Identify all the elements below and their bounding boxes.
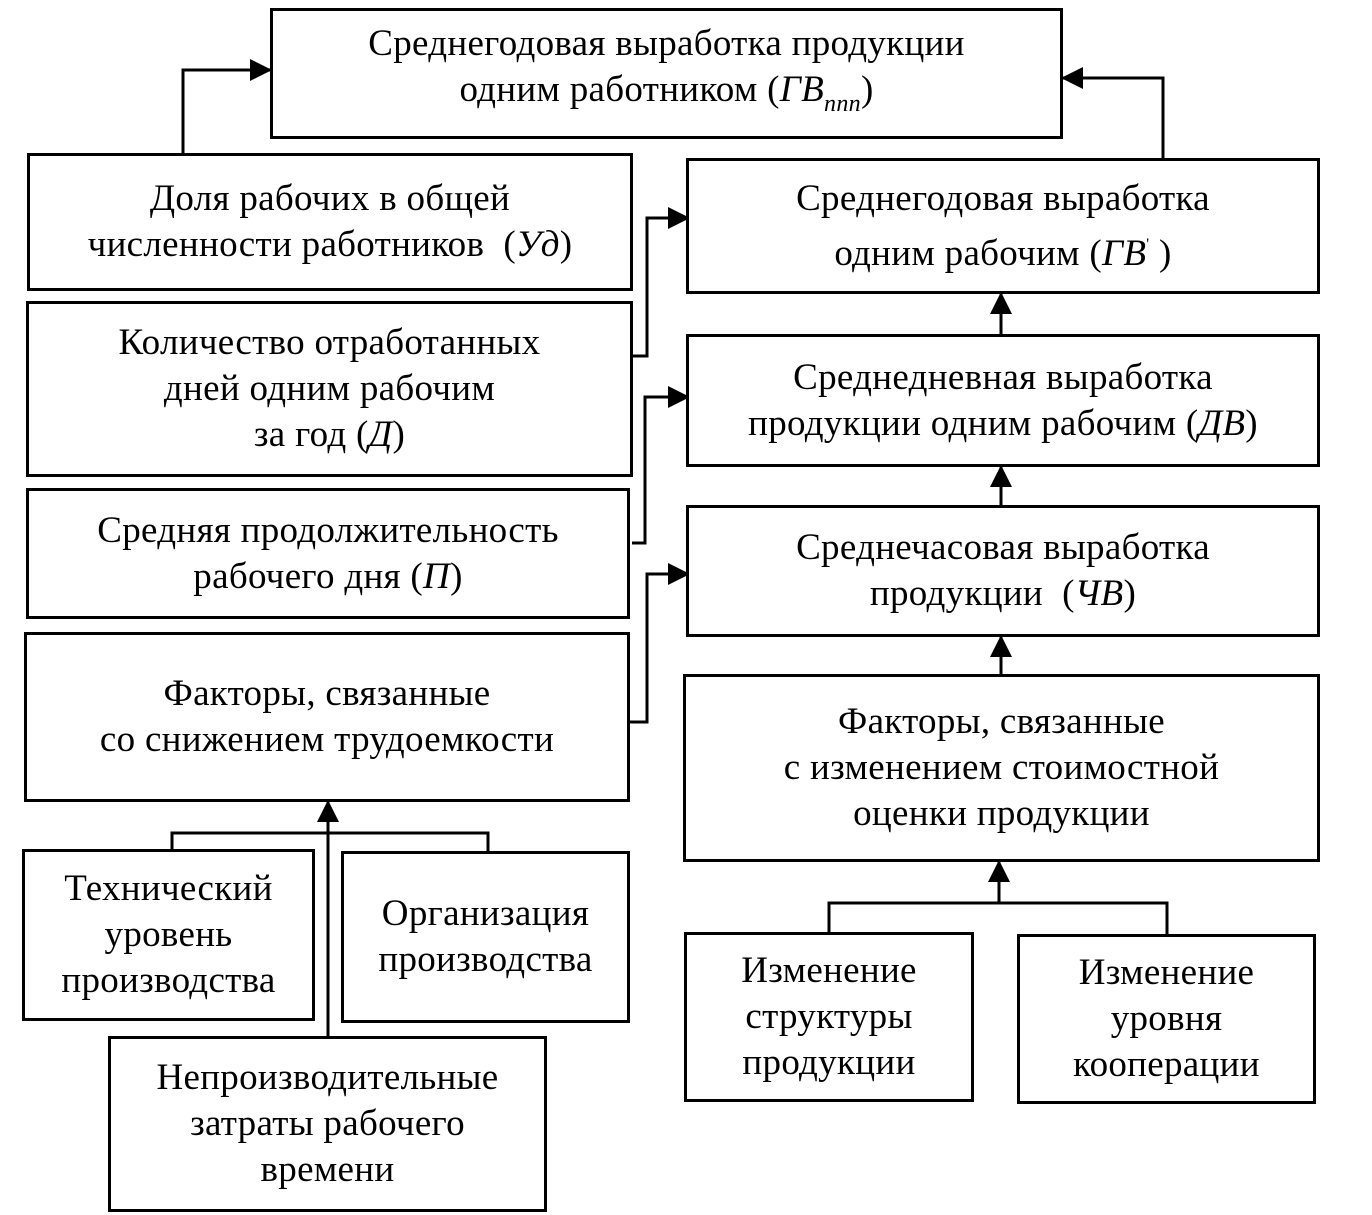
symbol-dv: ДВ [1198, 402, 1246, 444]
node-structure-change-line-2: структуры [745, 996, 913, 1037]
node-chv: Среднечасовая выработка продукции (ЧВ) [686, 505, 1320, 637]
node-dv-line-2: продукции одним рабочим (ДВ) [748, 402, 1258, 444]
symbol-gv-ppp-subscript: ппп [824, 90, 861, 117]
symbol-chv: ЧВ [1074, 573, 1124, 614]
node-cost-factors-line-2: с изменением стоимостной [783, 747, 1220, 788]
node-coop-change-line-1: Изменение [1078, 952, 1255, 993]
node-chv-line-2: продукции (ЧВ) [869, 573, 1137, 614]
node-p-text: рабочего дня [193, 555, 401, 597]
node-structure-change-line-1: Изменение [741, 950, 917, 991]
node-labor-factors-line-2: со снижением трудоемкости [99, 719, 555, 760]
node-labor-factors-line-1: Факторы, связанные [163, 673, 491, 714]
symbol-ud: Уд [515, 224, 560, 265]
node-gv-ppp-text: одним работником [459, 68, 758, 110]
node-gv-text: одним рабочим [834, 232, 1080, 274]
node-cost-factors-line-3: оценки продукции [853, 793, 1150, 834]
node-p-line-1: Средняя продолжительность [97, 509, 559, 551]
edge-p-to-dv [632, 386, 690, 545]
symbol-p: П [423, 555, 451, 597]
node-chv-text: продукции [869, 573, 1044, 614]
node-d-line-1: Количество отработанных [118, 322, 541, 363]
edge-d-to-gv [632, 207, 690, 358]
node-dv-text: продукции одним рабочим [748, 402, 1177, 444]
node-structure-change-line-3: продукции [742, 1042, 916, 1083]
node-gv: Среднегодовая выработка одним рабочим (Г… [686, 158, 1320, 294]
node-unproductive-line-3: времени [260, 1149, 395, 1190]
node-ud-text: численности работников [87, 224, 485, 265]
node-org-production-line-1: Организация [381, 893, 590, 934]
node-d: Количество отработанных дней одним рабоч… [26, 301, 633, 477]
node-tech-level-line-1: Технический [64, 868, 273, 909]
node-tech-level-line-3: производства [61, 960, 276, 1001]
node-unproductive-line-2: затраты рабочего [190, 1103, 465, 1144]
node-unproductive: Непроизводительные затраты рабочего врем… [108, 1036, 547, 1212]
node-structure-change: Изменение структуры продукции [684, 932, 974, 1102]
symbol-gv-prime: ' [1146, 235, 1150, 253]
node-gv-ppp-line-2: одним работником (ГВппп) [459, 68, 874, 117]
node-ud-line-1: Доля рабочих в общей [149, 178, 511, 219]
node-tech-level: Технический уровень производства [22, 849, 315, 1021]
node-p-line-2: рабочего дня (П) [193, 555, 463, 597]
edge-ud-to-gv-ppp [181, 59, 272, 153]
node-dv-line-1: Среднедневная выработка [793, 356, 1213, 398]
node-gv-line-2: одним рабочим (ГВ' ) [834, 232, 1172, 274]
node-gv-ppp-line-1: Среднегодовая выработка продукции [368, 22, 965, 64]
node-gv-ppp: Среднегодовая выработка продукции одним … [270, 8, 1063, 139]
node-d-line-3: за год (Д) [253, 414, 406, 455]
node-p: Средняя продолжительность рабочего дня (… [26, 488, 630, 619]
edge-labor-factors-to-chv [630, 563, 690, 724]
node-cost-factors-line-1: Факторы, связанные [838, 701, 1165, 742]
edge-tech-org-bracket [170, 831, 490, 851]
node-d-line-2: дней одним рабочим [163, 368, 496, 409]
node-cost-factors: Факторы, связанные с изменением стоимост… [683, 674, 1320, 862]
node-gv-line-1: Среднегодовая выработка [796, 177, 1210, 219]
edge-gv-to-gv-ppp [1061, 67, 1165, 158]
node-d-text: за год [253, 414, 347, 455]
node-unproductive-line-1: Непроизводительные [156, 1057, 499, 1098]
symbol-gv: ГВ [1102, 232, 1147, 274]
symbol-d: Д [368, 414, 393, 455]
node-labor-factors: Факторы, связанные со снижением трудоемк… [24, 632, 630, 802]
node-chv-line-1: Среднечасовая выработка [796, 527, 1210, 568]
node-ud: Доля рабочих в общей численности работни… [27, 153, 633, 291]
node-tech-level-line-2: уровень [104, 914, 233, 955]
node-coop-change: Изменение уровня кооперации [1017, 934, 1316, 1104]
node-org-production: Организация производства [341, 851, 630, 1023]
symbol-gv-ppp: ГВ [779, 68, 825, 110]
node-coop-change-line-3: кооперации [1073, 1044, 1260, 1085]
node-dv: Среднедневная выработка продукции одним … [686, 334, 1320, 467]
node-ud-line-2: численности работников (Уд) [87, 224, 573, 265]
node-org-production-line-2: производства [378, 939, 593, 980]
node-coop-change-line-2: уровня [1110, 998, 1223, 1039]
